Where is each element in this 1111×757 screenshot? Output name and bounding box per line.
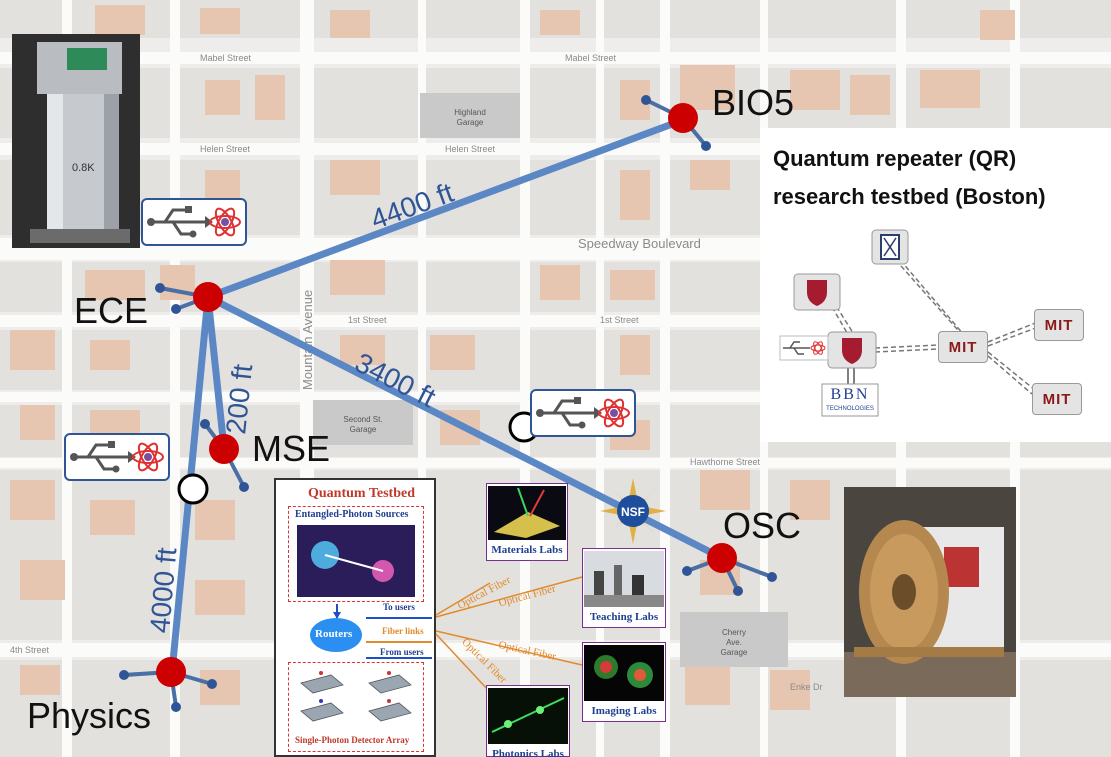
svg-text:Cherry: Cherry — [722, 628, 746, 637]
street-label-1st: 1st Street — [348, 315, 387, 325]
node-label-bio5: BIO5 — [712, 82, 795, 123]
photonics-labs-box: Photonics Labs — [486, 685, 570, 757]
bbn-logo-top: BBN — [830, 386, 870, 403]
usb-quantum-icon-osc — [530, 389, 636, 437]
boston-testbed-title-line2: research testbed (Boston) — [773, 184, 1046, 209]
imaging-labs-box: Imaging Labs — [582, 642, 666, 722]
boston-testbed-title-line1: Quantum repeater (QR) — [773, 146, 1017, 171]
street-label-helen-2: Helen Street — [445, 144, 496, 154]
cryostat-label: 0.8K — [72, 162, 95, 174]
routers-label: Routers — [315, 628, 353, 640]
street-label-mabel: Mabel Street — [200, 53, 252, 63]
photonics-labs-label: Photonics Labs — [492, 748, 564, 757]
teaching-labs-box: Teaching Labs — [582, 548, 666, 628]
materials-labs-label: Materials Labs — [491, 544, 563, 556]
to-users-label: To users — [383, 602, 415, 612]
from-users-label: From users — [380, 647, 424, 657]
node-osc-marker[interactable] — [707, 543, 737, 573]
svg-text:Ave.: Ave. — [726, 638, 742, 647]
photon-source-image — [297, 525, 415, 597]
detector-label: Single-Photon Detector Array — [295, 735, 410, 745]
svg-text:NSF: NSF — [621, 505, 645, 519]
boston-network-diagram — [779, 229, 1039, 417]
nsf-logo: NSF — [600, 478, 666, 544]
fiber-links-label: Fiber links — [382, 626, 424, 636]
node-label-mse: MSE — [252, 428, 331, 469]
teaching-labs-label: Teaching Labs — [589, 611, 659, 623]
usb-quantum-icon — [147, 206, 241, 238]
bbn-logo-bottom: TECHNOLOGIES — [826, 406, 874, 412]
svg-text:Garage: Garage — [457, 118, 484, 127]
link-ece-bio5 — [204, 116, 687, 301]
node-physics-marker[interactable] — [156, 657, 186, 687]
node-mse-marker[interactable] — [209, 434, 239, 464]
street-label-hawthorne: Hawthorne Street — [690, 457, 761, 467]
imaging-labs-label: Imaging Labs — [591, 705, 657, 717]
node-ece-marker[interactable] — [193, 282, 223, 312]
detector-array-box: Single-Photon Detector Array — [288, 662, 424, 752]
mit-logo-icon-top: MIT — [1034, 309, 1084, 341]
node-label-physics: Physics — [27, 695, 152, 736]
street-label-enke: Enke Dr — [790, 682, 823, 692]
detector-chips — [300, 671, 412, 722]
routers-node: Routers — [310, 618, 362, 652]
photon-source-label: Entangled-Photon Sources — [295, 509, 409, 520]
mit-logo-icon-center: MIT — [938, 331, 988, 363]
boston-testbed-panel: Quantum repeater (QR) research testbed (… — [760, 128, 1111, 442]
repeater-node-west[interactable] — [177, 473, 209, 505]
street-label-mountain: Mountain Avenue — [300, 290, 315, 390]
fiber-spool-photo — [844, 487, 1016, 697]
usb-quantum-icon-ece — [141, 198, 247, 246]
quantum-testbed-panel: Quantum Testbed Entangled-Photon Sources… — [274, 478, 436, 757]
mit-logo-icon-bottom: MIT — [1032, 383, 1082, 415]
street-label-4th: 4th Street — [10, 645, 50, 655]
link-ece-mse — [204, 293, 228, 452]
materials-labs-box: Materials Labs — [486, 483, 568, 561]
street-label-1st-2: 1st Street — [600, 315, 639, 325]
usb-quantum-icon-mse — [64, 433, 170, 481]
street-label-helen: Helen Street — [200, 144, 251, 154]
svg-text:Second St.: Second St. — [343, 415, 382, 424]
svg-text:Garage: Garage — [721, 648, 748, 657]
node-label-osc: OSC — [723, 505, 802, 546]
atom-icon — [209, 207, 241, 237]
cryostat-photo: 0.8K — [12, 34, 140, 248]
svg-text:Garage: Garage — [350, 425, 377, 434]
quantum-testbed-title: Quantum Testbed — [308, 486, 415, 501]
street-label-speedway: Speedway Boulevard — [578, 236, 701, 251]
street-label-mabel-2: Mabel Street — [565, 53, 617, 63]
svg-text:Highland: Highland — [454, 108, 486, 117]
node-label-ece: ECE — [74, 290, 149, 331]
photon-source-box: Entangled-Photon Sources — [288, 506, 424, 602]
node-bio5-marker[interactable] — [668, 103, 698, 133]
